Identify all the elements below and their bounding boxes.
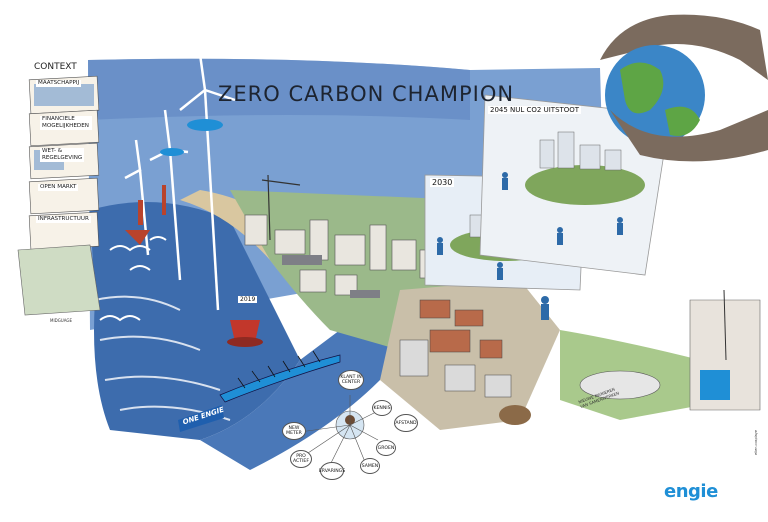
globe-with-hands [600,14,768,162]
context-label-society: MAATSCHAPPIJ [36,80,82,87]
network-node: NEW METER [282,422,306,440]
page-title: ZERO CARBON CHAMPION [218,82,515,106]
context-footnote: MIDGUAGE [50,318,73,323]
network-node: KLANT IN CENTER [338,370,364,390]
network-node: PRO ACTIEF [290,450,312,468]
buoy-label: 2019 [238,296,258,303]
context-label-law: WET- & REGELGEVING [40,148,84,162]
network-node: GROEN [376,440,396,456]
network-node: KENNIS [372,400,392,416]
network-node: ERVARINGS [319,462,345,480]
label-2030: 2030 [430,178,455,187]
sea [90,202,300,440]
artist-signature: ellen.cosplaye [754,429,759,456]
rowing-boat [219,354,341,403]
context-heading: CONTEXT [34,62,77,72]
city-buildings [244,214,441,296]
network-node: SAMEN [360,458,380,474]
context-label-infrastructure: INFRASTRUCTUUR [36,216,91,223]
context-map [17,244,101,316]
context-label-finance: FINANCIELE MOGELIJKHEDEN [40,116,92,130]
buoy [227,320,263,347]
context-label-open-market: OPEN MARKT [38,184,79,191]
label-2045: 2045 NUL CO2 UITSTOOT [488,106,582,114]
engie-logo: engie [664,481,718,502]
network-node: AFSTAND [394,414,418,432]
